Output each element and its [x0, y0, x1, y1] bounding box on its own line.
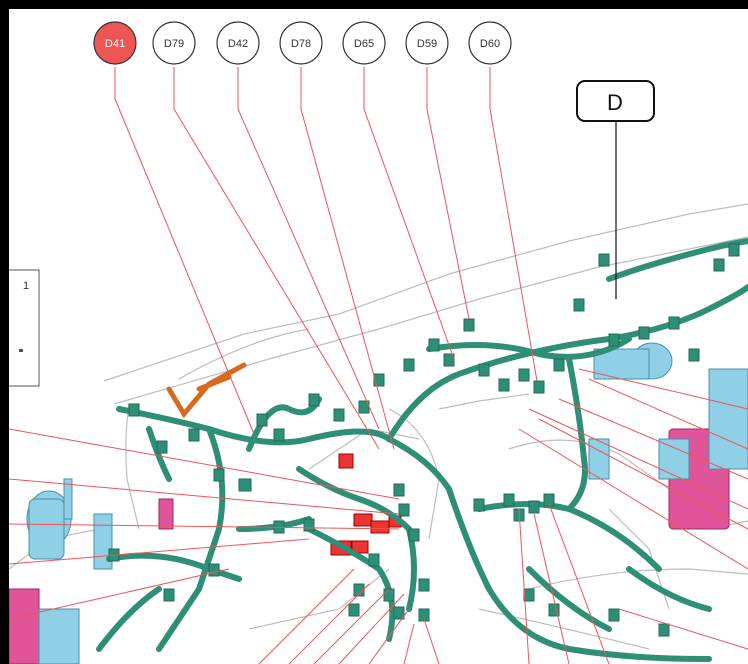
callout-d60[interactable]: D60 [468, 21, 512, 65]
callout-d59-label: D59 [417, 38, 437, 50]
harness-connectors [108, 243, 740, 637]
wire-harness [96, 238, 748, 662]
inset-label: 1 [23, 280, 29, 292]
callout-d79-label: D79 [164, 38, 184, 50]
callout-d42[interactable]: D42 [216, 21, 260, 65]
orange-harness [166, 362, 247, 419]
section-label: D [607, 90, 623, 115]
callout-d65-label: D65 [354, 38, 374, 50]
wiring-diagram-canvas: 1 [9, 9, 748, 664]
callout-d41-label: D41 [105, 38, 125, 50]
section-marker-d: D [576, 80, 655, 299]
callout-d60-label: D60 [480, 38, 500, 50]
callout-group: D41 D79 D42 D78 D65 [93, 21, 512, 65]
leader-lines [9, 67, 748, 664]
inset-box: 1 [9, 269, 40, 387]
callout-d41[interactable]: D41 [93, 21, 137, 65]
callout-d78-label: D78 [291, 38, 311, 50]
callout-d79[interactable]: D79 [152, 21, 196, 65]
wiring-diagram: 1 [9, 21, 748, 664]
callout-d59[interactable]: D59 [405, 21, 449, 65]
callout-d65[interactable]: D65 [342, 21, 386, 65]
callout-d78[interactable]: D78 [279, 21, 323, 65]
callout-d42-label: D42 [228, 38, 248, 50]
components [9, 342, 748, 664]
